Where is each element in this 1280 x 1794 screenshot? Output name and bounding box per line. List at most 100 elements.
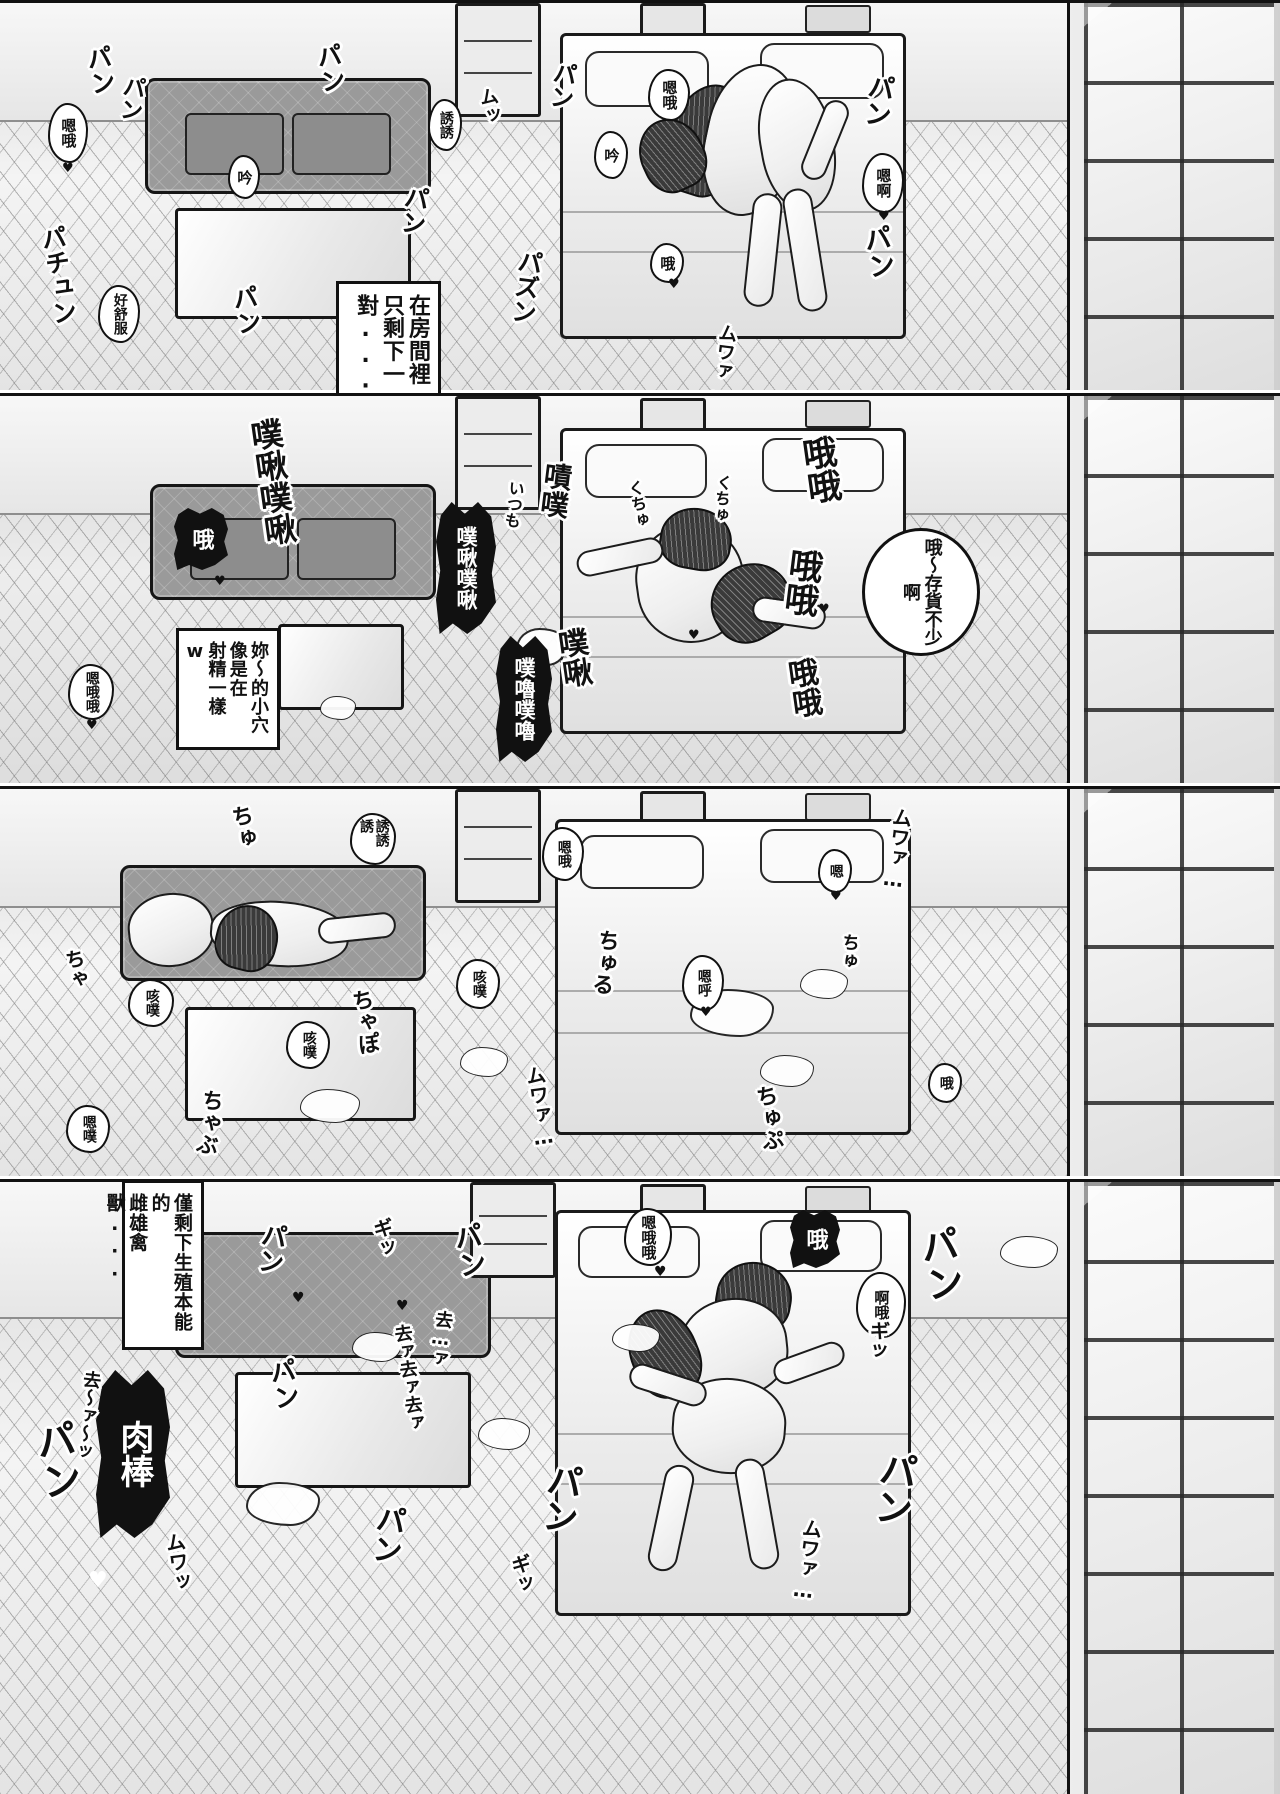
moan-bubble: 嗯噗: [66, 1105, 110, 1153]
sfx-plate-dark: 噗啾噗啾: [436, 502, 496, 634]
moan-bubble: 哦: [928, 1063, 962, 1103]
sfx-text: パン: [252, 1220, 289, 1276]
dresser: [455, 396, 541, 510]
heart-glyph: ♥: [62, 161, 74, 176]
window-panes: [1084, 1182, 1274, 1794]
pillow-right: [762, 438, 884, 492]
sfx-text: ムッ: [475, 85, 503, 127]
caption-col-left: 雌雄禽獸...: [103, 1193, 149, 1282]
sfx-text: パン: [81, 43, 118, 97]
panel-4: 僅剩下生殖本能的 雌雄禽獸... 肉棒 ♥ 嗯哦哦 哦 啊哦 パン パン パン …: [0, 1179, 1280, 1794]
moan-bubble: 好舒服: [98, 285, 140, 343]
heart-glyph: ♥: [878, 209, 890, 224]
dialog-bubble-stock: 哦～存貨不少啊: [862, 528, 980, 656]
fluid-splatter: [1000, 1236, 1058, 1268]
panel-1: 在房間裡 只剩下一對... 嗯哦 吟 吟 哦 嗯哦 嗯啊 誘誘 好舒服 ♥ ♥ …: [0, 0, 1280, 396]
moan-bubble: 嗯哦: [542, 827, 584, 881]
pillow-left: [585, 444, 707, 498]
sfx-text: パン: [534, 1459, 585, 1537]
tv-console: [805, 1186, 871, 1214]
tv-console: [805, 400, 871, 428]
fluid-splatter: [246, 1482, 320, 1526]
moan-bubble: 誘誘誘: [350, 813, 396, 865]
moan-bubble: 嗯哦: [648, 69, 690, 121]
right-wall: [1067, 1182, 1280, 1794]
fluid-splatter: [478, 1418, 530, 1450]
caption-panel-2: 妳～的小穴 像是在 射精一樣w: [176, 628, 280, 750]
caption-col-left: 射精一樣w: [184, 641, 227, 716]
sfx-text: 噗啾: [550, 625, 594, 691]
moan-bubble: 嗯: [818, 849, 852, 893]
panel-3: 嗯哦 嗯 嗯呼 哦 咳噗 咳噗 咳噗 嗯噗 誘誘誘 ちゅ ちゅる ちゃぽ ちゃぶ…: [0, 786, 1280, 1182]
caption-col-left: 只剩下一對...: [353, 294, 405, 395]
sfx-text: パン: [227, 283, 264, 337]
heart-glyph: ♥: [654, 1264, 667, 1280]
heart-glyph: ♥: [830, 889, 842, 904]
heart-glyph: ♥: [214, 574, 226, 589]
sfx-plate-nikubou: 肉棒: [96, 1370, 170, 1538]
moan-bubble: 誘誘: [428, 99, 462, 151]
moan-bubble: 哦: [650, 243, 684, 283]
fluid-splatter: [300, 1089, 360, 1123]
sfx-text: パン: [396, 183, 432, 237]
panel-2: 妳～的小穴 像是在 射精一樣w 哦～存貨不少啊 哦 噗啾噗啾 噗嚕噗嚕 嗯哦哦 …: [0, 393, 1280, 789]
sofa: [175, 1232, 491, 1358]
tv-console: [805, 5, 871, 33]
caption-panel-4: 僅剩下生殖本能的 雌雄禽獸...: [104, 1182, 204, 1350]
sfx-text: パン: [263, 1356, 301, 1412]
moan-bubble: 咳噗: [456, 959, 500, 1009]
sfx-plate-dark: 哦: [174, 508, 228, 570]
dresser: [455, 3, 541, 117]
fluid-splatter: [352, 1332, 402, 1362]
heart-glyph: ♥: [396, 1298, 409, 1314]
moan-bubble: 嗯哦哦: [624, 1208, 672, 1266]
coffee-table: [278, 624, 404, 710]
moan-bubble: 嗯哦哦: [68, 664, 114, 720]
sofa-cushion-right: [297, 518, 396, 580]
sfx-text: パン: [857, 223, 896, 281]
window-panes: [1084, 396, 1274, 786]
moan-bubble: 咳噗: [286, 1021, 330, 1069]
caption-col-mid: 像是在: [226, 641, 248, 698]
sfx-text: ちゃ: [60, 947, 90, 991]
sfx-text: ギッ: [368, 1216, 398, 1260]
heart-glyph: ♥: [86, 718, 98, 733]
heart-glyph: ♥: [688, 628, 700, 643]
caption-col-right: 妳～的小穴: [248, 641, 269, 735]
heart-glyph: ♥: [668, 277, 680, 292]
fluid-splatter: [460, 1047, 508, 1077]
right-wall: [1067, 396, 1280, 786]
sfx-text: パン: [311, 41, 348, 95]
moan-bubble: 嗯哦: [48, 103, 88, 163]
moan-bubble: 嗯呼: [682, 955, 724, 1011]
sfx-text: パン: [448, 1219, 490, 1280]
sfx-plate-dark: 哦: [790, 1210, 840, 1268]
pillow-left: [585, 51, 709, 107]
caption-col-right: 在房間裡: [405, 294, 430, 386]
sfx-text: ギッ: [862, 1318, 892, 1362]
window-panes: [1084, 789, 1274, 1179]
sofa-cushion-right: [292, 113, 391, 175]
sfx-text: 哦哦: [794, 433, 844, 507]
sfx-text: ギッ: [506, 1552, 536, 1596]
sfx-text: 哦哦: [780, 655, 824, 721]
sfx-text: パン: [114, 73, 146, 123]
sfx-text: パン: [911, 1223, 966, 1305]
fluid-splatter: [320, 696, 356, 720]
coffee-table: [175, 208, 411, 319]
dresser: [455, 789, 541, 903]
moan-bubble: 吟: [594, 131, 628, 179]
right-wall: [1067, 789, 1280, 1179]
heart-glyph: ♥: [88, 1568, 108, 1593]
sfx-text: 哦哦: [776, 545, 825, 619]
sfx-text: パン: [544, 59, 579, 111]
dresser: [470, 1182, 556, 1278]
moan-bubble: 咳噗: [128, 979, 174, 1027]
sfx-text: ちゅ: [226, 803, 258, 851]
right-wall: [1067, 3, 1280, 393]
heart-glyph: ♥: [818, 602, 830, 617]
sfx-text: パン: [858, 71, 896, 129]
moan-bubble: 吟: [228, 155, 260, 199]
sfx-text: ちゅ: [835, 931, 861, 971]
